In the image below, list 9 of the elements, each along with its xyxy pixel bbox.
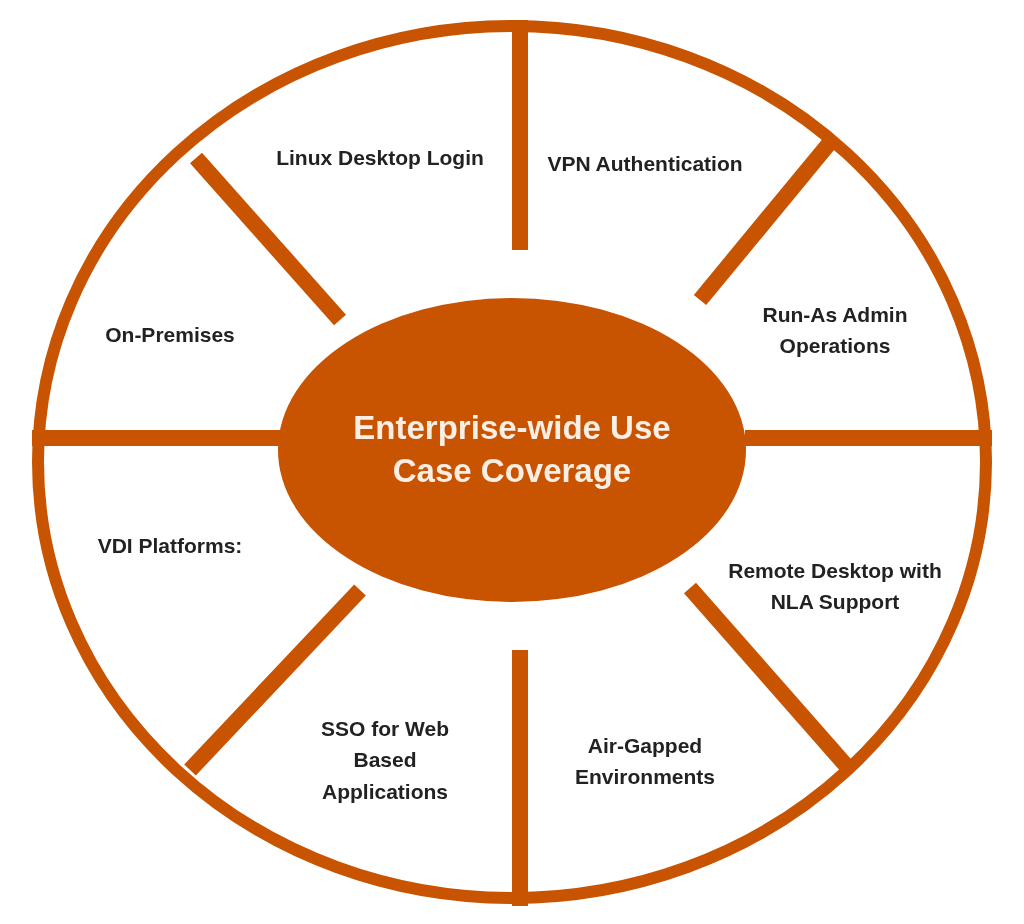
use-case-label: Air-Gapped Environments [574,732,716,790]
hub-title: Enterprise-wide Use Case Coverage [352,408,672,491]
use-case-label: VDI Platforms: [97,533,243,560]
use-case-label: Remote Desktop with NLA Support [727,557,943,615]
use-case-label: VPN Authentication [547,151,743,178]
use-case-label: Linux Desktop Login [276,145,484,172]
use-case-label: Run-As Admin Operations [761,301,909,359]
use-case-label: On-Premises [105,322,235,349]
use-case-label: SSO for Web Based Applications [320,715,450,805]
